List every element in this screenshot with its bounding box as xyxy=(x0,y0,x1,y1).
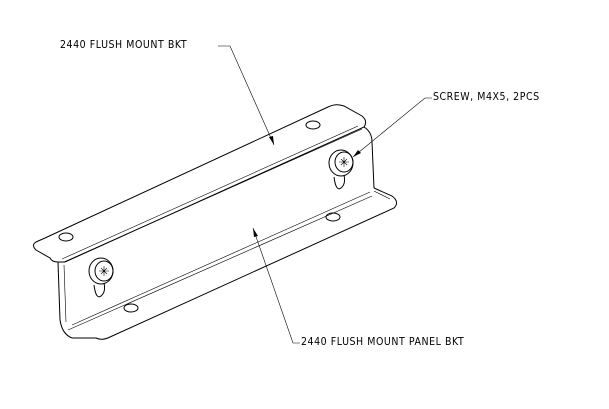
hole-icon xyxy=(58,232,74,242)
callout-screw: SCREW, M4X5, 2PCS xyxy=(433,91,540,103)
callout-panel-bracket: 2440 FLUSH MOUNT PANEL BKT xyxy=(301,336,465,348)
hole-icon xyxy=(305,120,321,130)
hole-icon xyxy=(123,303,139,313)
leader-bracket xyxy=(218,45,275,146)
hole-icon xyxy=(325,212,341,222)
top-flange xyxy=(33,104,367,263)
mounting-holes xyxy=(58,120,341,313)
screw-right xyxy=(328,149,354,190)
vertical-web xyxy=(57,126,375,339)
callout-bracket: 2440 FLUSH MOUNT BKT xyxy=(60,39,188,51)
leader-screw xyxy=(352,97,432,158)
screw-left xyxy=(88,257,114,298)
leader-panel xyxy=(252,227,300,344)
bottom-flange xyxy=(72,187,398,340)
